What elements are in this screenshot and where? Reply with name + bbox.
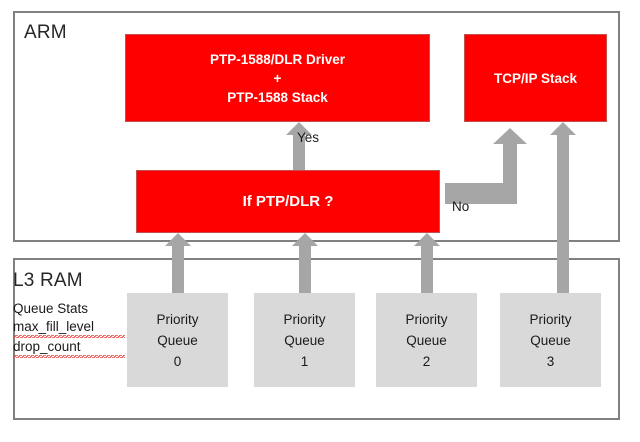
queue-stats-heading: Queue Stats [13,301,89,316]
arrow-shaft [421,245,433,294]
queue-stats-block: Queue Stats max_fill_level drop_count [13,300,125,358]
node-decision-label: If PTP/DLR ? [242,193,334,210]
node-ptp-1588-dlr-driver[interactable]: PTP-1588/DLR Driver + PTP-1588 Stack [125,34,430,122]
arrow-shaft [299,245,311,294]
queue-stat-drop-count: drop_count [13,338,125,358]
node-ptp-driver-line-1: PTP-1588/DLR Driver [209,51,346,67]
arm-container-title: ARM [24,22,67,43]
l3-ram-container-title: L3 RAM [13,270,83,291]
queue-stat-max-fill-level: max_fill_level [13,318,125,338]
edge-label-yes: Yes [297,130,320,145]
arrow-segment-vertical [503,142,517,204]
arrow-shaft [293,134,305,171]
node-decision-if-ptp-dlr[interactable]: If PTP/DLR ? [136,170,440,233]
arrow-segment-horizontal [445,183,517,204]
arrowhead-icon [493,128,527,144]
priority-queue-0[interactable]: Priority Queue 0 [127,293,228,387]
node-tcp-ip-stack[interactable]: TCP/IP Stack [464,34,607,122]
node-tcp-ip-stack-label: TCP/IP Stack [493,70,578,86]
arrow-up-icon-queue-1-to-decision [292,233,318,294]
arrow-shaft [557,134,569,294]
priority-queue-3-line-1: Priority [529,311,572,327]
priority-queue-2[interactable]: Priority Queue 2 [376,293,477,387]
arrowhead-icon [292,233,318,246]
priority-queue-0-index: 0 [173,353,182,369]
priority-queue-3-index: 3 [546,353,555,369]
arrow-up-icon-queue-0-to-decision [165,233,191,294]
priority-queue-2-line-2: Queue [406,332,447,348]
arrowhead-icon [165,233,191,246]
arrow-up-icon-queue-3-to-tcp-ip-stack [550,122,576,294]
priority-queue-1-index: 1 [300,353,309,369]
arrow-up-icon-queue-2-to-decision [414,233,440,294]
priority-queue-3[interactable]: Priority Queue 3 [500,293,601,387]
priority-queue-2-line-1: Priority [405,311,448,327]
priority-queue-1[interactable]: Priority Queue 1 [254,293,355,387]
arrowhead-icon [414,233,440,246]
node-ptp-driver-line-2: + [273,70,282,86]
priority-queue-0-line-2: Queue [157,332,198,348]
priority-queue-0-line-1: Priority [156,311,199,327]
elbow-arrow-icon-decision-to-tcp-ip-stack [445,128,531,204]
arrow-up-icon-decision-to-ptp-driver [286,122,312,171]
priority-queue-3-line-2: Queue [530,332,571,348]
arrow-shaft [172,245,184,294]
priority-queue-1-line-1: Priority [283,311,326,327]
edge-label-no: No [452,199,470,214]
arrowhead-icon [550,122,576,135]
priority-queue-1-line-2: Queue [284,332,325,348]
priority-queue-2-index: 2 [422,353,431,369]
arrowhead-icon [286,122,312,135]
node-ptp-driver-line-3: PTP-1588 Stack [227,89,328,105]
